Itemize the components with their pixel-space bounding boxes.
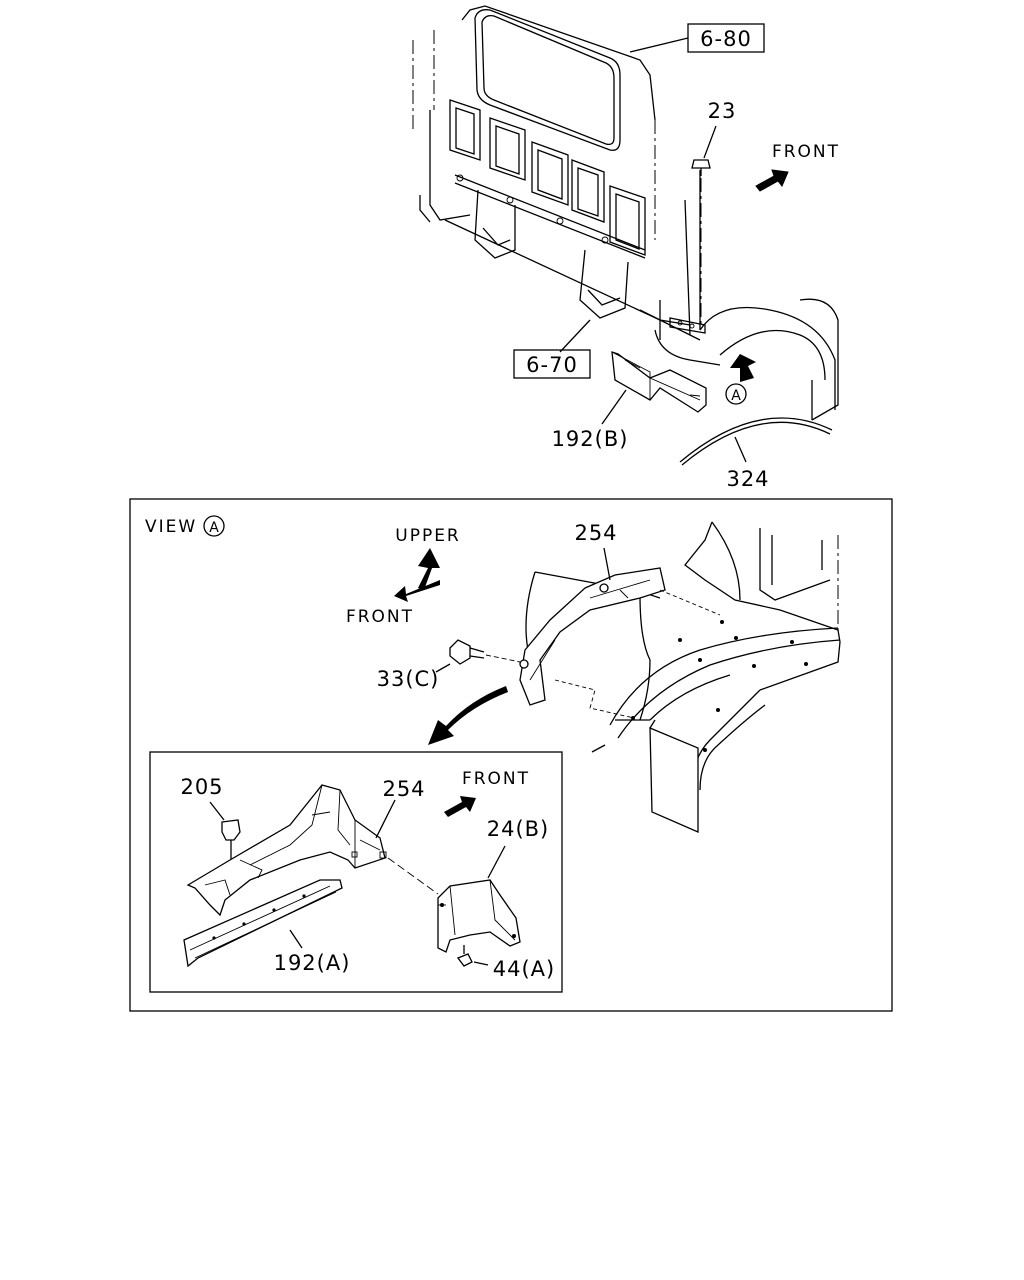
front-label-top: FRONT <box>772 142 840 162</box>
part-23-clip: 23 <box>691 99 737 325</box>
part-23-label: 23 <box>708 99 737 123</box>
part-324: 324 <box>679 417 833 491</box>
ref-6-80-label: 6-80 <box>700 27 752 51</box>
front-label-detail: FRONT <box>462 769 530 789</box>
front-label-view: FRONT <box>346 607 414 627</box>
view-a-title-text: VIEW <box>145 517 197 537</box>
part-44a-screw: 44(A) <box>456 945 555 981</box>
part-254-view: 254 <box>519 521 721 719</box>
view-a-body <box>539 521 841 833</box>
detail-callout-arrow <box>428 686 508 745</box>
part-24b-cover: 24(B) <box>437 817 550 953</box>
view-a-title-marker: A <box>209 520 219 536</box>
part-24b-label: 24(B) <box>487 817 550 841</box>
part-192a-label: 192(A) <box>274 951 351 975</box>
part-192a-strip: 192(A) <box>183 879 351 975</box>
part-44a-label: 44(A) <box>493 957 555 981</box>
front-arrow-detail: FRONT <box>444 769 530 817</box>
part-33c-bolt: 33(C) <box>377 639 521 691</box>
ref-6-70[interactable]: 6-70 <box>513 319 591 379</box>
view-a-arrow: A <box>725 354 756 405</box>
part-192b: 192(B) <box>552 351 707 451</box>
upper-label: UPPER <box>395 526 461 546</box>
upper-front-arrows: UPPER FRONT <box>346 526 461 627</box>
ref-6-70-label: 6-70 <box>526 353 578 377</box>
view-a-marker: A <box>731 388 741 404</box>
part-254-detail: 254 <box>186 777 439 917</box>
view-a-frame <box>129 498 893 1012</box>
view-a-title: VIEW A <box>145 515 225 537</box>
part-324-label: 324 <box>726 467 769 491</box>
front-arrow-top: FRONT <box>755 142 840 192</box>
part-254-detail-label: 254 <box>382 777 425 801</box>
part-192b-label: 192(B) <box>552 427 629 451</box>
part-254-view-label: 254 <box>574 521 617 545</box>
detail-frame <box>149 751 563 993</box>
ref-6-80[interactable]: 6-80 <box>629 23 765 53</box>
part-33c-label: 33(C) <box>377 667 440 691</box>
part-205-label: 205 <box>180 775 223 799</box>
cab-rear-panel <box>412 5 839 421</box>
